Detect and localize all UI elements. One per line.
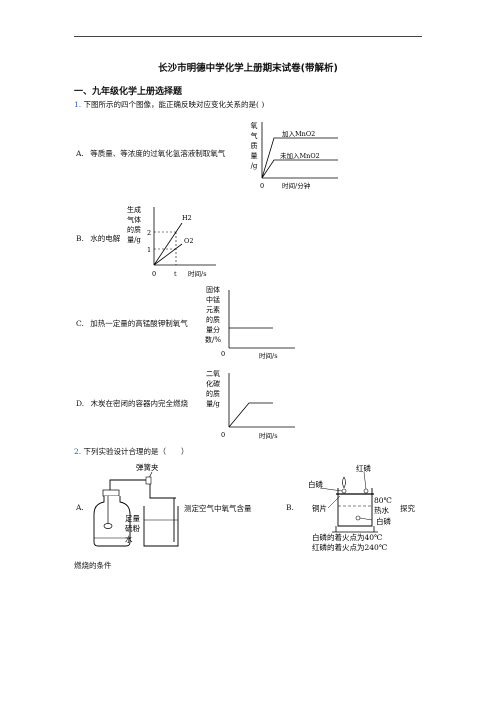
q1-option-b: B. 水的电解 [76, 233, 120, 244]
q1-option-d-text: 木炭在密闭的容器内完全燃烧 [90, 399, 189, 408]
graph-b-ytick-2: 2 [147, 229, 151, 237]
graph-d-ylabel-2: 的质 [206, 389, 220, 398]
graph-b-ylabel-3: 量/g [127, 236, 141, 244]
flask [93, 496, 131, 547]
graph-a-line-catalyst [261, 137, 338, 179]
graph-c-origin: 0 [221, 350, 225, 358]
graph-b-t: t [174, 270, 177, 278]
q1-option-d: D. 木炭在密闭的容器内完全燃烧 [76, 398, 188, 409]
combustion-spoon [103, 523, 113, 529]
q1-option-b-label: B. [76, 234, 84, 243]
beaker-b [337, 488, 373, 527]
graph-a-xlabel: 时间/分钟 [282, 181, 311, 190]
q2-apparatus-a: 弹簧夹 足量 硫粉 水 [93, 462, 179, 547]
sulfur-label-1: 足量 [125, 514, 140, 523]
q2-option-b-label: B. [286, 503, 294, 512]
white-phosphorus-top-label: 白磷 [308, 479, 323, 489]
graph-d-ylabel-3: 量/g [206, 400, 220, 408]
q1-graph-d: 二氧 化碳 的质 量/g 0 时间/s [206, 369, 295, 440]
graph-c-ylabel-2: 元素 [206, 305, 220, 314]
header-rule [74, 36, 422, 37]
q1-option-b-text: 水的电解 [90, 234, 121, 243]
graph-c-ylabel-1: 中锰 [206, 295, 220, 304]
q2-option-a-label: A. [76, 503, 84, 512]
graph-a-origin: 0 [260, 182, 264, 190]
graph-a-ylabel-4: /g [251, 162, 258, 170]
graph-a-line-no-catalyst [261, 159, 338, 179]
hot-water-label: 热水 [374, 505, 389, 515]
question-2-number: 2. [74, 447, 82, 456]
white-phosphorus-top [341, 488, 347, 494]
q2-option-b-text-cont: 燃烧的条件 [74, 561, 112, 570]
clamp-label: 弹簧夹 [136, 462, 159, 472]
graph-c-ylabel-3: 的质 [206, 315, 220, 324]
graph-b-origin: 0 [152, 270, 156, 278]
q1-option-c-text: 加热一定量的高锰酸钾制氧气 [90, 319, 188, 328]
red-phosphorus [363, 488, 369, 494]
white-phosphorus-bottom-label: 白磷 [376, 516, 391, 526]
question-1-text: 下图所示的四个图像，能正确反映对应变化关系的是( ) [83, 100, 265, 109]
water-label: 水 [125, 534, 133, 544]
question-2: 2. 下列实验设计合理的是（ ） [74, 446, 189, 457]
flame-icon [342, 476, 346, 489]
graph-c-xlabel: 时间/s [259, 351, 278, 360]
graph-d-xlabel: 时间/s [259, 431, 278, 440]
graph-b-ylabel-2: 的质 [127, 225, 141, 234]
q1-option-c-label: C. [76, 319, 84, 328]
graph-a-series-1: 未加入MnO2 [280, 151, 320, 160]
graph-c-ylabel-4: 量分 [206, 325, 220, 334]
page-title: 长沙市明德中学化学上册期末试卷(带解析) [158, 63, 338, 74]
question-1-number: 1. [74, 100, 82, 109]
graph-d-ylabel-0: 二氧 [206, 369, 220, 378]
graph-c-ylabel-5: 数/% [205, 335, 221, 344]
red-phosphorus-label: 红磷 [356, 463, 371, 473]
white-phosphorus-bottom [355, 515, 361, 521]
graph-a-ylabel-1: 气 [251, 131, 258, 140]
q2-apparatus-b: 红磷 白磷 铜片 80℃ 热水 白磷 白磷的着火点为40℃ 红磷的着火点为240… [308, 463, 392, 552]
q2-option-b-text: 探究 [400, 504, 415, 513]
graph-d-ylabel-1: 化碳 [206, 379, 220, 388]
question-1: 1. 下图所示的四个图像，能正确反映对应变化关系的是( ) [74, 99, 264, 110]
graph-a-series-0: 加入MnO2 [282, 129, 315, 138]
graph-c-ylabel-0: 固体 [206, 285, 220, 294]
graph-b-xlabel: 时间/s [188, 269, 207, 278]
graph-d-origin: 0 [221, 431, 225, 439]
note-white-phosphorus: 白磷的着火点为40℃ [312, 532, 382, 542]
note-red-phosphorus: 红磷的着火点为240℃ [312, 542, 387, 552]
graph-b-ylabel-1: 气体 [127, 215, 141, 224]
q1-graph-c: 固体 中锰 元素 的质 量分 数/% 0 时间/s [205, 285, 295, 360]
graph-b-series-o2: O2 [184, 237, 193, 245]
temperature-label: 80℃ [374, 496, 392, 505]
q1-option-c: C. 加热一定量的高锰酸钾制氧气 [76, 318, 188, 329]
beaker [143, 506, 179, 547]
q1-option-d-label: D. [76, 399, 85, 408]
q1-graph-a: 氧 气 质 量 /g 加入MnO2 未加入MnO2 0 时间/分钟 [251, 121, 338, 190]
spring-clamp [145, 476, 152, 485]
graph-b-ytick-1: 1 [147, 246, 151, 254]
graph-b-line-o2 [153, 243, 183, 266]
graph-a-ylabel-0: 氧 [251, 121, 258, 130]
question-2-text: 下列实验设计合理的是（ ） [83, 447, 189, 456]
q2-option-a-text: 测定空气中氧气含量 [184, 504, 252, 513]
q1-option-a-label: A. [76, 149, 84, 158]
graph-a-ylabel-2: 质 [251, 141, 258, 150]
q1-graph-b: 生成 气体 的质 量/g 2 1 H2 O2 0 t 时间/s [127, 205, 216, 278]
q1-option-a: A. 等质量、等浓度的过氧化氢溶液制取氧气 [76, 148, 225, 159]
sulfur-label-2: 硫粉 [125, 523, 140, 533]
graph-a-ylabel-3: 量 [251, 152, 258, 160]
graph-b-series-h2: H2 [182, 214, 192, 222]
q1-option-a-text: 等质量、等浓度的过氧化氢溶液制取氧气 [90, 149, 226, 158]
section-heading: 一、九年级化学上册选择题 [74, 87, 183, 97]
graph-b-line-h2 [153, 222, 183, 266]
graph-d-line [228, 402, 273, 428]
graph-b-ylabel-0: 生成 [127, 205, 141, 214]
connecting-tube [109, 479, 176, 499]
copper-label: 铜片 [312, 503, 327, 513]
stopper [102, 489, 120, 497]
